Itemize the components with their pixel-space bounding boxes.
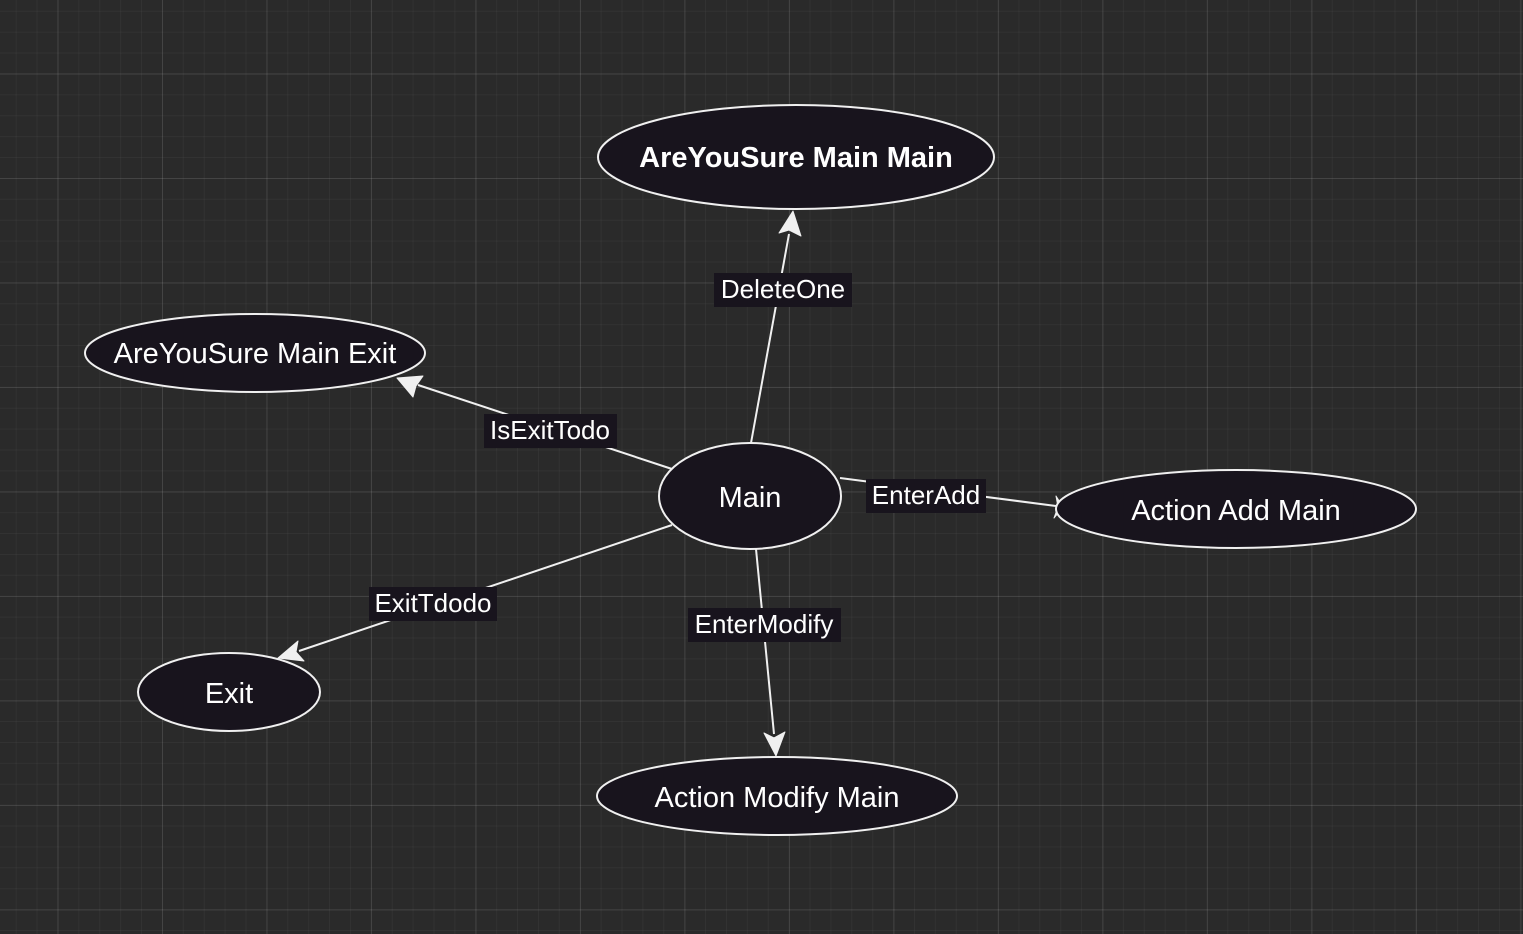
- edge-label-text: DeleteOne: [721, 274, 845, 304]
- node-shape: [597, 104, 995, 210]
- edge-label-enter-modify[interactable]: EnterModify: [688, 608, 841, 642]
- node-exit[interactable]: Exit: [137, 652, 321, 732]
- node-label: AreYouSure Main Main: [639, 142, 953, 174]
- node-shape: [1055, 469, 1417, 549]
- node-shape: [658, 442, 842, 550]
- node-main[interactable]: Main: [658, 442, 842, 550]
- node-shape: [137, 652, 321, 732]
- arrowhead: [396, 375, 424, 398]
- edge-label-text: EnterModify: [695, 609, 834, 639]
- node-label: Action Modify Main: [655, 782, 900, 814]
- edge-label-text: IsExitTodo: [490, 415, 610, 445]
- arrowhead: [277, 640, 305, 662]
- node-action-modify-main[interactable]: Action Modify Main: [596, 756, 958, 836]
- node-shape: [596, 756, 958, 836]
- node-action-add-main[interactable]: Action Add Main: [1055, 469, 1417, 549]
- node-label: Exit: [205, 678, 253, 710]
- node-shape: [84, 313, 426, 393]
- edge-label-is-exit-todo[interactable]: IsExitTodo: [484, 414, 617, 448]
- arrowhead: [778, 210, 802, 237]
- edge-label-delete-one[interactable]: DeleteOne: [714, 273, 852, 307]
- edge-label-text: EnterAdd: [872, 480, 980, 510]
- node-label: Action Add Main: [1131, 495, 1341, 527]
- arrowhead: [763, 731, 786, 757]
- edge-enter-modify[interactable]: [755, 548, 786, 757]
- edge-delete-one[interactable]: [750, 210, 802, 444]
- edge-line: [750, 233, 790, 444]
- node-are-you-sure-main-main[interactable]: AreYouSure Main Main: [597, 104, 995, 210]
- edge-label-enter-add[interactable]: EnterAdd: [866, 479, 986, 513]
- edge-label-text: ExitTdodo: [374, 588, 491, 618]
- edge-label-exit-tdodo[interactable]: ExitTdodo: [369, 587, 497, 621]
- node-label: AreYouSure Main Exit: [114, 338, 397, 370]
- node-label: Main: [719, 482, 782, 514]
- node-are-you-sure-main-exit[interactable]: AreYouSure Main Exit: [84, 313, 426, 393]
